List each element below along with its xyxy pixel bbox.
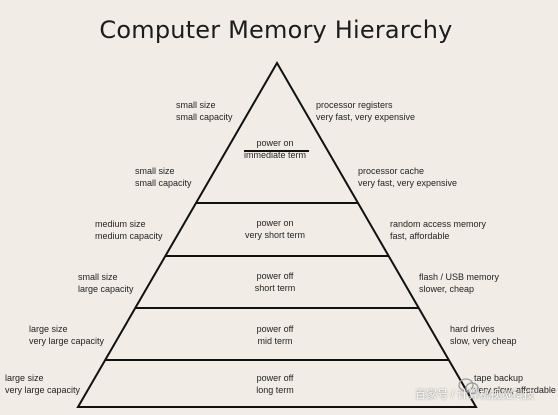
tier-3-right-text: random access memory fast, affordable: [390, 218, 530, 242]
tier-1-center-line-1: power on: [256, 138, 294, 148]
tier-5-center-line-2: mid term: [257, 336, 293, 346]
tier-4-center-line-2: short term: [254, 283, 296, 293]
tier-5-left-line-2: very large capacity: [29, 336, 105, 346]
chat-bubble-icon: [458, 378, 479, 394]
tier-6-center-line-2: long term: [256, 385, 294, 395]
tier-6-right-line-2: very slow, affordable: [474, 385, 556, 395]
tier-3-left-line-1: medium size: [95, 219, 146, 229]
tier-4-center-line-1: power off: [256, 271, 294, 281]
tier-5-right-line-1: hard drives: [450, 324, 495, 334]
tier-5-left-text: large size very large capacity: [29, 323, 169, 347]
tier-5-left-line-1: large size: [29, 324, 68, 334]
tier-5-center-text: power off mid term: [205, 323, 345, 347]
tier-1-right-line-1: processor registers: [316, 100, 393, 110]
diagram-title: Computer Memory Hierarchy: [99, 16, 453, 44]
tier-2-left-line-1: small size: [135, 166, 175, 176]
watermark-text: 百家号 / 计算机视觉科技: [415, 389, 535, 401]
tier-5-center-line-1: power off: [256, 324, 294, 334]
tier-3-center-text: power on very short term: [205, 217, 345, 241]
tier-4-center-text: power off short term: [205, 270, 345, 294]
tier-4-right-line-1: flash / USB memory: [419, 272, 500, 282]
tier-4-left-line-1: small size: [78, 272, 118, 282]
tier-1-left-line-1: small size: [176, 100, 216, 110]
tier-6-center-line-1: power off: [256, 373, 294, 383]
tier-2-right-text: processor cache very fast, very expensiv…: [358, 165, 498, 189]
tier-6-left-text: large size very large capacity: [5, 372, 145, 396]
tier-2-right-line-2: very fast, very expensive: [358, 178, 458, 188]
tier-4-right-text: flash / USB memory slower, cheap: [419, 271, 558, 295]
tier-1-center-text: power on immediate term: [205, 137, 345, 161]
tier-2-left-line-2: small capacity: [135, 178, 192, 188]
tier-1-right-line-2: very fast, very expensive: [316, 112, 416, 122]
tier-3-left-text: medium size medium capacity: [95, 218, 235, 242]
tier-3-center-line-1: power on: [256, 218, 294, 228]
tier-1-left-text: small size small capacity: [176, 99, 316, 123]
tier-1-right-text: processor registers very fast, very expe…: [316, 99, 456, 123]
tier-6-left-line-2: very large capacity: [5, 385, 81, 395]
pyramid-triangle: [76, 61, 478, 408]
tier-6-right-text: tape backup very slow, affordable: [474, 372, 558, 396]
tier-4-right-line-2: slower, cheap: [419, 284, 475, 294]
tier-3-left-line-2: medium capacity: [95, 231, 163, 241]
tier-1-center-line-2: immediate term: [243, 150, 306, 160]
tier-6-left-line-1: large size: [5, 373, 44, 383]
tier-3-right-line-2: fast, affordable: [390, 231, 450, 241]
tier-6-center-text: power off long term: [205, 372, 345, 396]
tier-1-left-line-2: small capacity: [176, 112, 233, 122]
tier-6-right-line-1: tape backup: [474, 373, 524, 383]
tier-4-left-line-2: large capacity: [78, 284, 134, 294]
tier-4-left-text: small size large capacity: [78, 271, 218, 295]
tier-2-right-line-1: processor cache: [358, 166, 425, 176]
tier-3-center-line-2: very short term: [244, 230, 305, 240]
tier-2-left-text: small size small capacity: [135, 165, 275, 189]
tier-5-right-text: hard drives slow, very cheap: [450, 323, 558, 347]
tier-3-right-line-1: random access memory: [390, 219, 487, 229]
tier-5-right-line-2: slow, very cheap: [450, 336, 517, 346]
